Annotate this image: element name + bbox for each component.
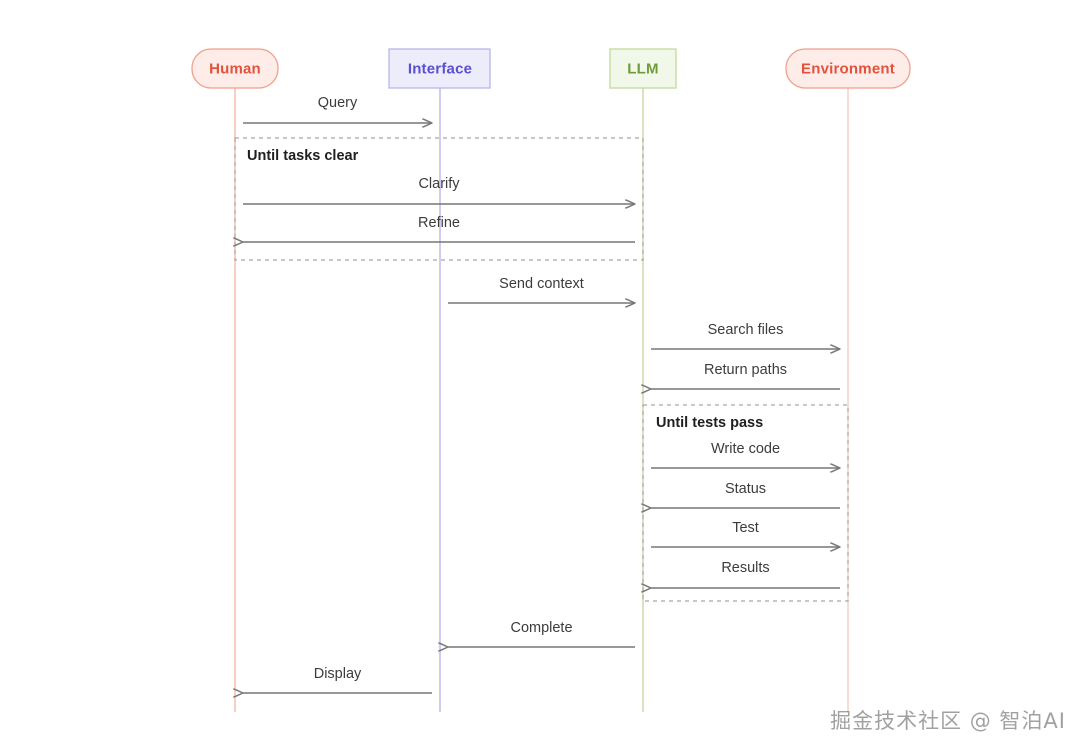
message-label-display: Display: [314, 666, 362, 682]
participants-group: Human Interface LLM Environment: [191, 48, 911, 89]
message-label-query: Query: [318, 95, 358, 111]
watermark-text: 掘金技术社区 @ 智泊AI: [830, 709, 1066, 733]
participant-label-llm: LLM: [627, 61, 658, 78]
message-label-test: Test: [732, 520, 759, 536]
loop-box-until-tests-pass: [642, 404, 849, 602]
message-label-status: Status: [725, 481, 766, 497]
loop-label-until-tasks-clear: Until tasks clear: [247, 148, 359, 164]
message-label-results: Results: [721, 560, 769, 576]
lifelines-group: [234, 88, 849, 712]
message-label-search-files: Search files: [708, 322, 784, 338]
participant-box-environment[interactable]: [785, 48, 911, 89]
message-label-write-code: Write code: [711, 441, 780, 457]
message-label-return-paths: Return paths: [704, 362, 787, 378]
message-label-refine: Refine: [418, 215, 460, 231]
participant-label-environment: Environment: [801, 61, 895, 78]
message-label-complete: Complete: [510, 620, 572, 636]
participant-box-interface[interactable]: [388, 48, 491, 89]
message-label-clarify: Clarify: [418, 176, 460, 192]
message-label-send-context: Send context: [499, 276, 584, 292]
participant-box-llm[interactable]: [609, 48, 677, 89]
loop-label-until-tests-pass: Until tests pass: [656, 415, 763, 431]
participant-label-interface: Interface: [408, 61, 472, 78]
loop-box-until-tasks-clear: [234, 137, 644, 261]
participant-label-human: Human: [209, 61, 261, 78]
participant-box-human[interactable]: [191, 48, 279, 89]
